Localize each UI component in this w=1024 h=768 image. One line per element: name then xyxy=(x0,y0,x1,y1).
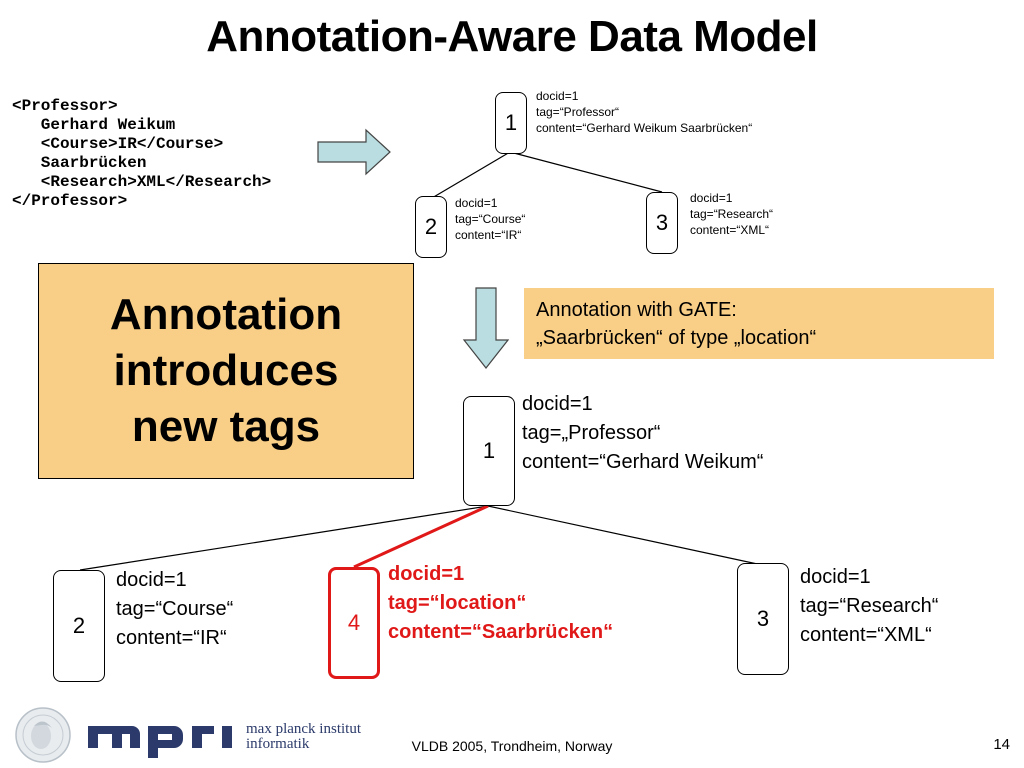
top-node-3: 3 xyxy=(646,192,678,254)
xml-source: <Professor> Gerhard Weikum <Course>IR</C… xyxy=(12,97,271,211)
info-line: tag=“Course“ xyxy=(455,212,526,226)
bottom-edge-1-4 xyxy=(353,504,489,569)
info-line: docid=1 xyxy=(116,569,187,591)
top-node-2: 2 xyxy=(415,196,447,258)
institute-line: max planck institut xyxy=(246,721,361,737)
info-line: content=“IR“ xyxy=(116,627,227,649)
top-node-2-info: docid=1 tag=“Course“ content=“IR“ xyxy=(455,195,525,243)
institute-line: informatik xyxy=(246,736,310,752)
info-line: content=“Gerhard Weikum“ xyxy=(522,451,764,473)
callout-line: introduces xyxy=(113,346,339,395)
info-line: tag=“location“ xyxy=(388,592,527,614)
callout-line: Annotation xyxy=(109,290,343,339)
info-line: docid=1 xyxy=(690,191,733,205)
bottom-edge-1-3 xyxy=(487,505,763,566)
mpi-logo-icon xyxy=(88,726,232,758)
top-edge-1-2 xyxy=(431,151,511,199)
info-line: tag=“Research“ xyxy=(690,207,774,221)
bottom-node-1-info: docid=1 tag=„Professor“ content=“Gerhard… xyxy=(522,390,763,477)
bottom-node-2: 2 xyxy=(53,570,105,682)
top-node-1: 1 xyxy=(495,92,527,154)
xml-line: </Professor> xyxy=(12,192,128,210)
info-line: docid=1 xyxy=(536,89,579,103)
xml-line: Gerhard Weikum xyxy=(12,116,176,134)
info-line: content=“IR“ xyxy=(455,228,522,242)
info-line: docid=1 xyxy=(800,566,871,588)
callout-line: new tags xyxy=(131,402,321,451)
info-line: docid=1 xyxy=(522,393,593,415)
bottom-node-4-info: docid=1 tag=“location“ content=“Saarbrüc… xyxy=(388,560,613,647)
top-node-1-info: docid=1 tag=“Professor“ content=“Gerhard… xyxy=(536,88,752,136)
minerva-seal-icon xyxy=(15,707,71,763)
institute-name: max planck institut informatik xyxy=(246,722,361,752)
xml-line: <Professor> xyxy=(12,97,118,115)
bottom-node-1: 1 xyxy=(463,396,515,506)
bottom-edge-1-2 xyxy=(79,505,489,571)
info-line: content=“Gerhard Weikum Saarbrücken“ xyxy=(536,121,753,135)
top-edge-1-3 xyxy=(509,151,663,193)
info-line: tag=“Course“ xyxy=(116,598,234,620)
xml-line: Saarbrücken xyxy=(12,154,147,172)
footer-conference: VLDB 2005, Trondheim, Norway xyxy=(411,738,613,754)
info-line: docid=1 xyxy=(388,563,465,585)
info-line: content=“XML“ xyxy=(690,223,770,237)
bottom-node-2-info: docid=1 tag=“Course“ content=“IR“ xyxy=(116,566,233,653)
down-arrow-icon xyxy=(462,287,510,369)
right-arrow-icon xyxy=(317,128,391,176)
bottom-node-3: 3 xyxy=(737,563,789,675)
page-number: 14 xyxy=(993,736,1010,753)
info-line: tag=„Professor“ xyxy=(522,422,661,444)
annotation-callout: Annotation introduces new tags xyxy=(38,263,414,479)
info-line: docid=1 xyxy=(455,196,498,210)
bottom-node-3-info: docid=1 tag=“Research“ content=“XML“ xyxy=(800,563,938,650)
gate-note: Annotation with GATE: „Saarbrücken“ of t… xyxy=(524,288,994,359)
xml-line: <Research>XML</Research> xyxy=(12,173,272,191)
gate-line: Annotation with GATE: xyxy=(536,299,737,321)
xml-line: <Course>IR</Course> xyxy=(12,135,224,153)
bottom-node-4: 4 xyxy=(328,567,380,679)
info-line: content=“Saarbrücken“ xyxy=(388,621,614,643)
info-line: tag=“Professor“ xyxy=(536,105,620,119)
top-node-3-info: docid=1 tag=“Research“ content=“XML“ xyxy=(690,190,773,238)
info-line: content=“XML“ xyxy=(800,624,932,646)
gate-line: „Saarbrücken“ of type „location“ xyxy=(536,327,817,349)
info-line: tag=“Research“ xyxy=(800,595,939,617)
slide-title: Annotation-Aware Data Model xyxy=(206,12,818,61)
